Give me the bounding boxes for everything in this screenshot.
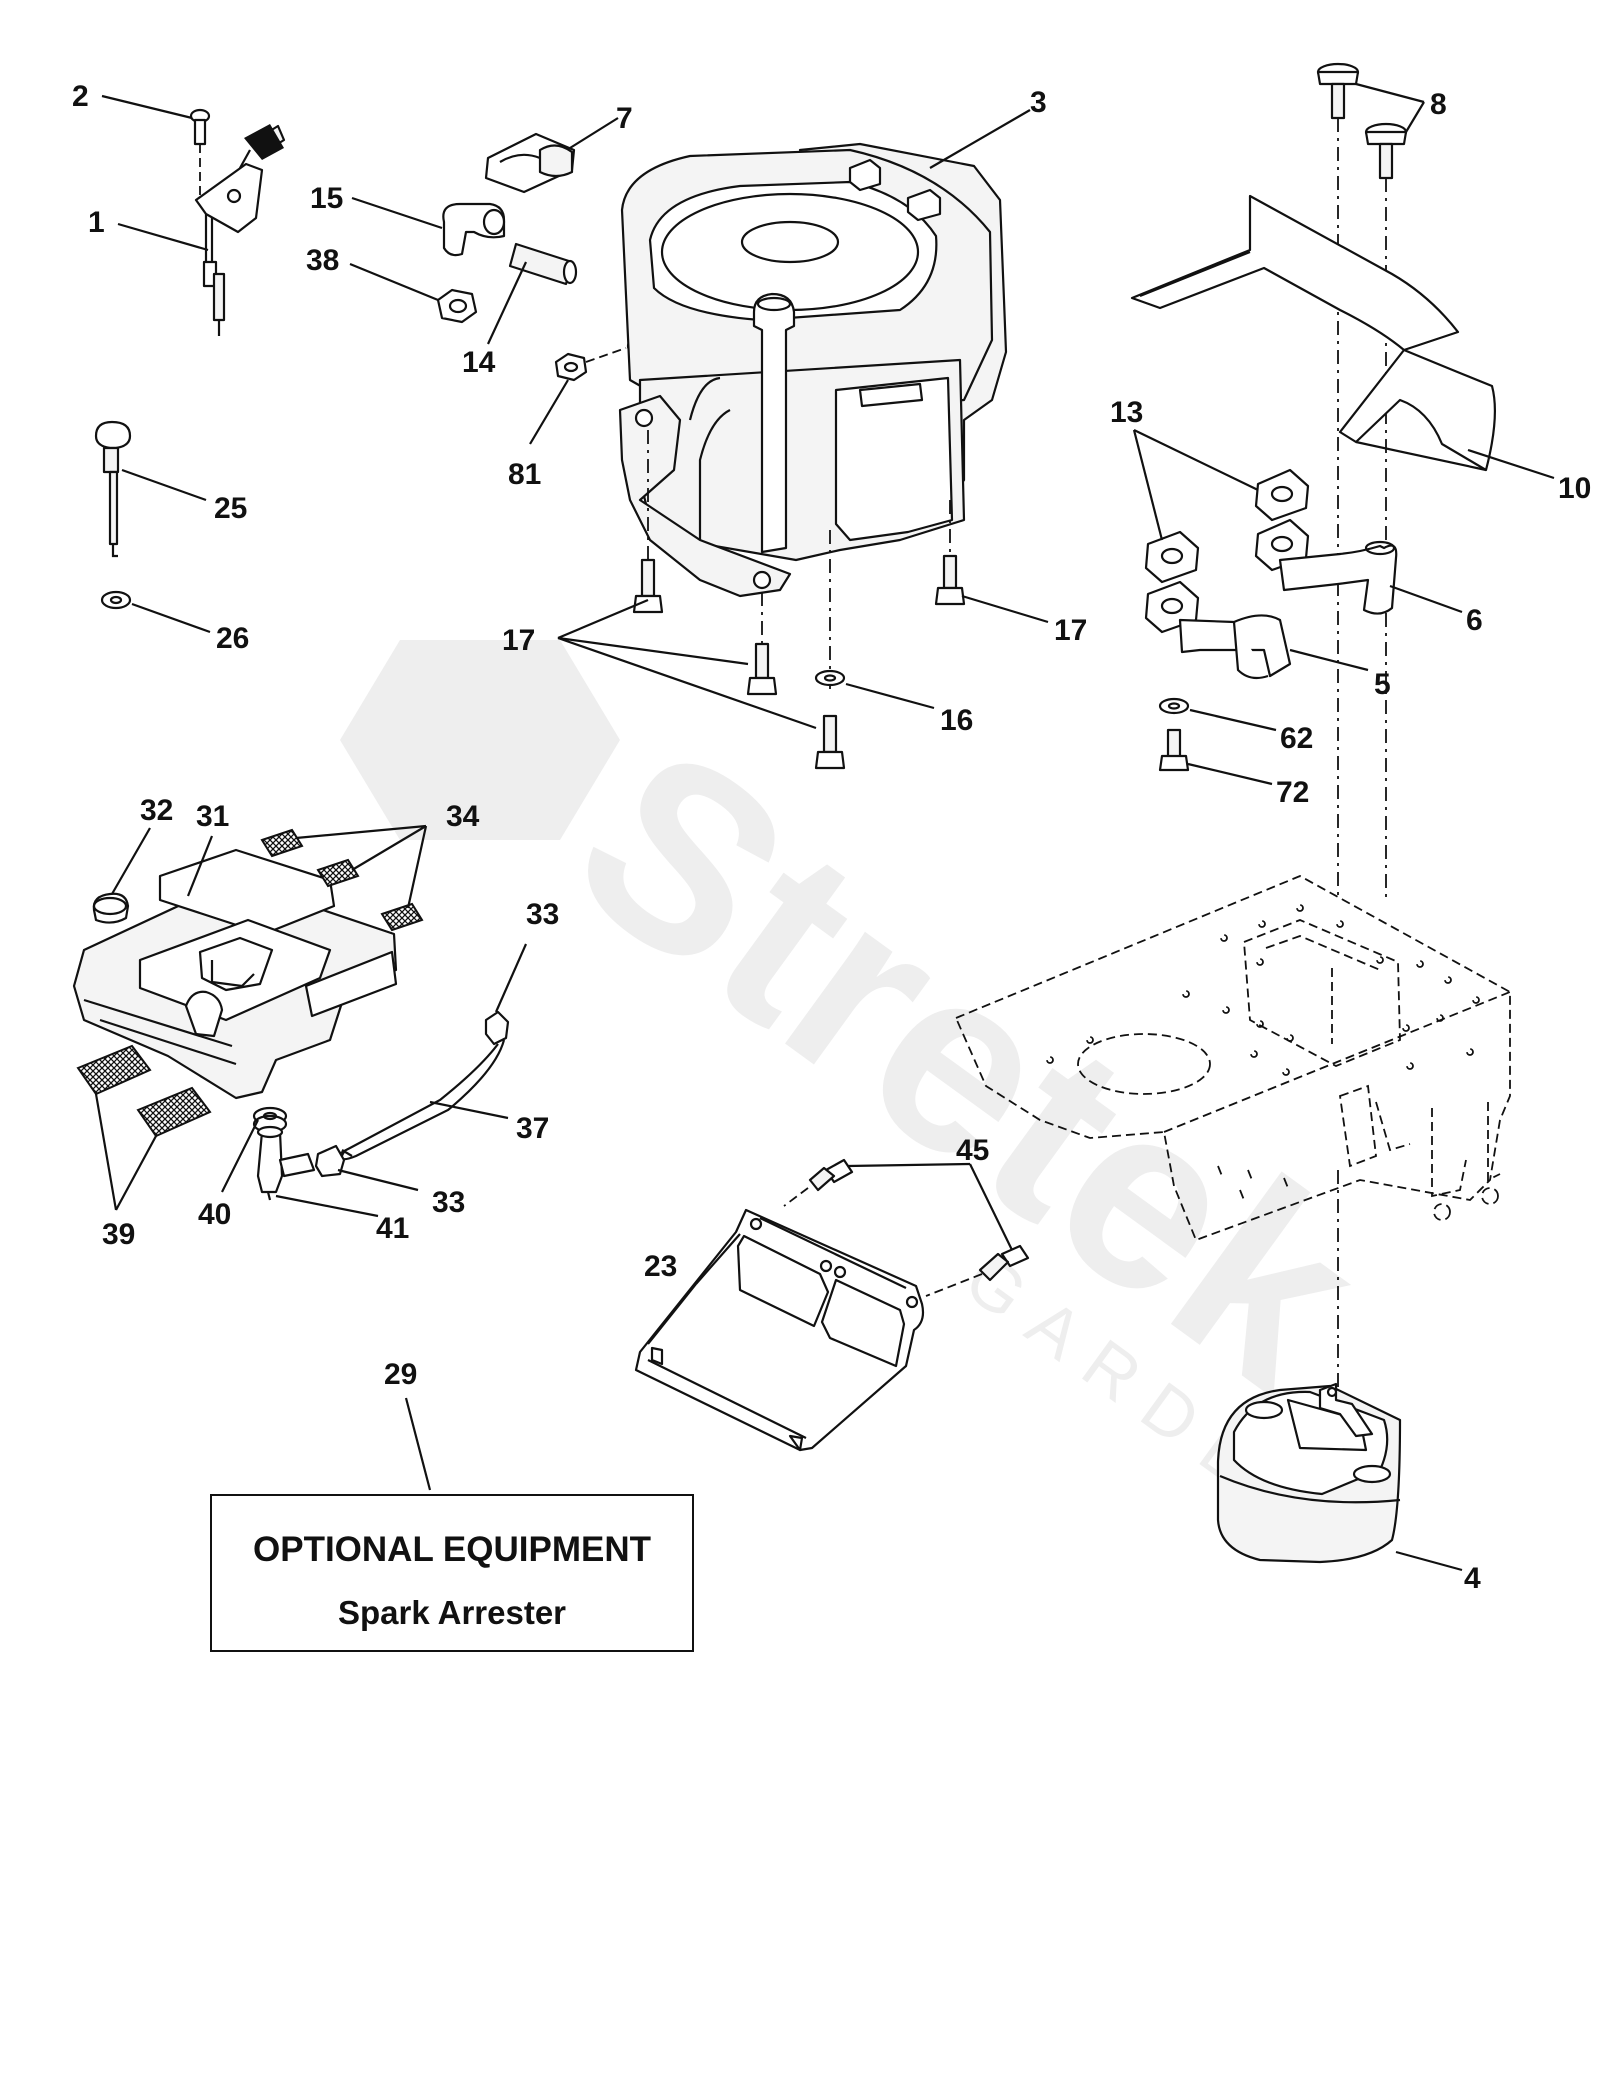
part-exhaust-pipe-5 xyxy=(1178,614,1292,680)
part-valve-41 xyxy=(256,1125,316,1201)
label-72: 72 xyxy=(1276,776,1309,809)
label-32: 32 xyxy=(140,794,173,827)
part-muffler-4 xyxy=(1216,1382,1402,1564)
chassis-frame xyxy=(954,875,1511,1242)
part-bolt-72 xyxy=(1158,728,1190,772)
label-2: 2 xyxy=(72,80,89,113)
part-washer-62 xyxy=(1158,697,1190,715)
label-25: 25 xyxy=(214,492,247,525)
part-gasket-13 xyxy=(1144,468,1310,634)
part-exhaust-pipe-6 xyxy=(1278,540,1398,615)
label-17-left: 17 xyxy=(502,624,535,657)
label-41: 41 xyxy=(376,1212,409,1245)
part-elbow-15 xyxy=(442,202,506,257)
label-62: 62 xyxy=(1280,722,1313,755)
label-3: 3 xyxy=(1030,86,1047,119)
part-screw-45-b xyxy=(978,1244,1030,1282)
part-bolt-17-c xyxy=(814,714,846,770)
part-bolt-17-d xyxy=(934,554,966,606)
label-81: 81 xyxy=(508,458,541,491)
label-6: 6 xyxy=(1466,604,1483,637)
label-8: 8 xyxy=(1430,88,1447,121)
part-nipple-14 xyxy=(508,242,578,286)
label-14: 14 xyxy=(462,346,496,379)
label-1: 1 xyxy=(88,206,105,239)
part-fuel-cap-32 xyxy=(92,892,130,924)
label-45: 45 xyxy=(956,1134,989,1167)
part-fuel-tank-31 xyxy=(72,848,398,1100)
label-26: 26 xyxy=(216,622,249,655)
watermark-logo-icon xyxy=(340,640,620,840)
part-clamp-33-bottom xyxy=(314,1144,346,1178)
part-washer-16 xyxy=(814,669,846,687)
label-33-top: 33 xyxy=(526,898,559,931)
label-5: 5 xyxy=(1374,668,1391,701)
part-screw-45-a xyxy=(808,1158,854,1192)
label-39: 39 xyxy=(102,1218,135,1251)
optional-equipment-subtitle: Spark Arrester xyxy=(337,1594,567,1631)
part-washer-26 xyxy=(100,590,132,610)
part-dipstick xyxy=(94,420,132,558)
label-31: 31 xyxy=(196,800,229,833)
label-7: 7 xyxy=(616,102,633,135)
part-bolt-17-b xyxy=(746,642,778,696)
part-fuel-line-37 xyxy=(337,1039,506,1161)
label-29: 29 xyxy=(384,1358,417,1391)
optional-equipment-box: OPTIONAL EQUIPMENT Spark Arrester xyxy=(210,1494,694,1652)
part-pads-34 xyxy=(260,828,424,932)
part-bolt-8-b xyxy=(1364,122,1408,180)
part-plate-23 xyxy=(634,1208,925,1452)
label-23: 23 xyxy=(644,1250,677,1283)
part-nut-38 xyxy=(436,288,478,324)
part-engine-3 xyxy=(618,142,1008,598)
label-10: 10 xyxy=(1558,472,1591,505)
label-16: 16 xyxy=(940,704,973,737)
part-clamp-33-top xyxy=(484,1010,510,1046)
optional-equipment-title: OPTIONAL EQUIPMENT xyxy=(253,1530,651,1569)
label-37: 37 xyxy=(516,1112,549,1145)
label-33-bottom: 33 xyxy=(432,1186,465,1219)
label-4: 4 xyxy=(1464,1562,1481,1595)
label-34: 34 xyxy=(446,800,480,833)
part-clamp-7 xyxy=(484,132,576,194)
part-heat-shield-10 xyxy=(1130,194,1496,472)
label-13: 13 xyxy=(1110,396,1143,429)
label-15: 15 xyxy=(310,182,343,215)
part-pads-39 xyxy=(76,1044,212,1138)
part-throttle-control xyxy=(189,108,286,336)
label-38: 38 xyxy=(306,244,339,277)
label-17-right: 17 xyxy=(1054,614,1087,647)
label-40: 40 xyxy=(198,1198,231,1231)
part-bolt-8-a xyxy=(1316,62,1360,120)
